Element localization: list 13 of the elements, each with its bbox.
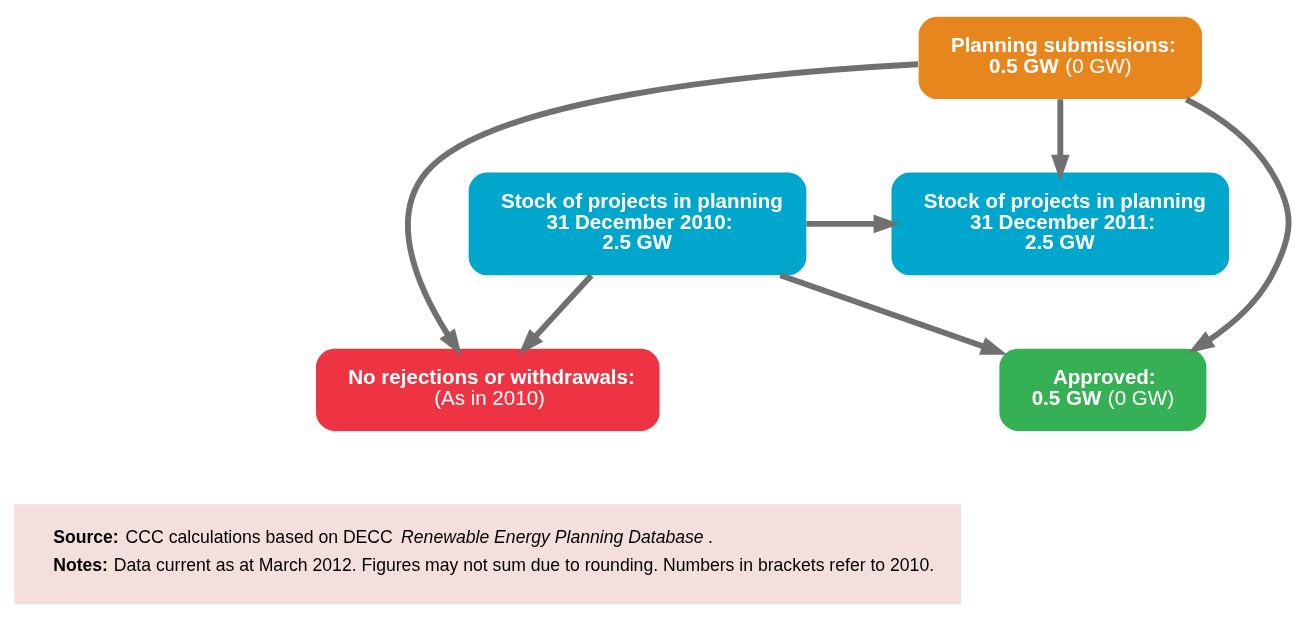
node-box: Stock of projects in planning 31 December 2010: 2.5 GW bbox=[468, 172, 807, 275]
label: Source: CCC calculations based on DECC Renewable Energy Planning Database. bbox=[53, 526, 713, 547]
arrow bbox=[518, 273, 594, 355]
arrow bbox=[779, 272, 1008, 355]
arrow bbox=[806, 214, 901, 233]
label: Notes: Data current as at March 2012. Figures may not sum due to rounding. Numbers in brackets refer to 2010. bbox=[53, 554, 935, 575]
node-box: Approved: 0.5 GW (0 GW) bbox=[999, 348, 1207, 431]
node-box: No rejections or withdrawals: (As in 2010) bbox=[315, 348, 660, 431]
arrow bbox=[1184, 96, 1292, 353]
node-box: Planning submissions: 0.5 GW (0 GW) bbox=[918, 16, 1202, 99]
arrow bbox=[1051, 98, 1070, 181]
arrow bbox=[405, 60, 919, 356]
node-box: Stock of projects in planning 31 December 2011: 2.5 GW bbox=[891, 172, 1230, 275]
